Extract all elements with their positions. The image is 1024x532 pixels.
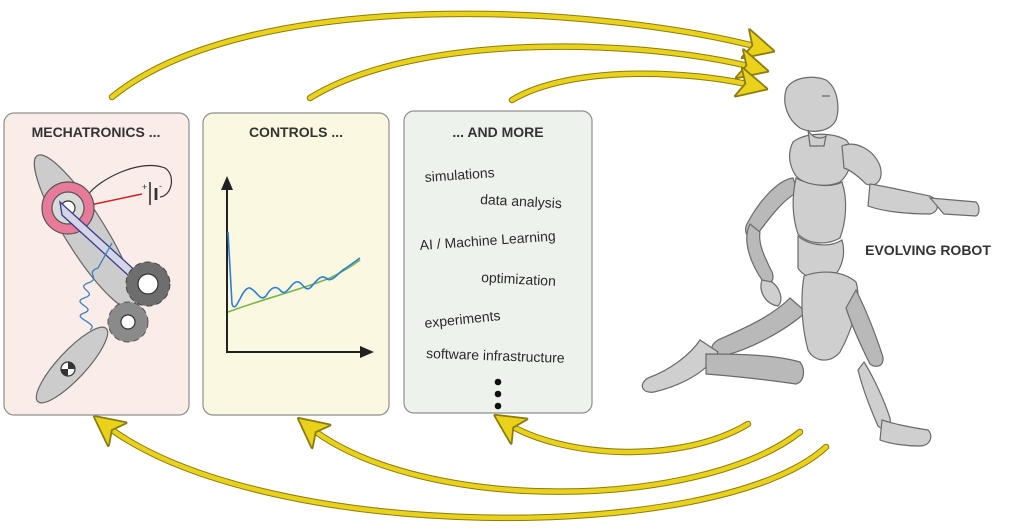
arrows-from-robot	[104, 422, 830, 522]
item-optimization: optimization	[481, 269, 556, 289]
svg-text:-: -	[159, 181, 162, 191]
gear-small-icon	[107, 301, 149, 343]
gear-icon	[125, 261, 171, 307]
panel-more-title: ... AND MORE	[452, 124, 543, 140]
ellipsis-dots	[494, 378, 502, 410]
panel-controls-title: CONTROLS ...	[249, 124, 343, 140]
item-simulations: simulations	[424, 164, 495, 185]
svg-text:+: +	[142, 182, 147, 192]
arrows-to-robot	[108, 10, 762, 104]
item-software-infrastructure: software infrastructure	[426, 345, 565, 366]
x-axis-arrow	[360, 346, 374, 358]
spring-icon	[79, 242, 113, 331]
wire-black	[87, 164, 173, 198]
panel-mechatronics: MECHATRONICS ... + -	[3, 112, 190, 416]
robot-figure	[641, 76, 980, 447]
y-axis-arrow	[221, 176, 233, 190]
response-curve	[227, 231, 361, 308]
item-experiments: experiments	[424, 307, 502, 331]
center-of-mass-icon	[60, 361, 76, 377]
battery-icon: + -	[142, 181, 162, 205]
item-data-analysis: data analysis	[480, 191, 562, 211]
panel-controls: CONTROLS ...	[202, 112, 390, 416]
panel-mechatronics-title: MECHATRONICS ...	[32, 124, 161, 140]
robot-label: EVOLVING ROBOT	[865, 242, 991, 258]
reference-curve	[227, 259, 361, 313]
panel-and-more: ... AND MORE simulations data analysis A…	[403, 110, 593, 414]
wire-red	[89, 193, 143, 206]
